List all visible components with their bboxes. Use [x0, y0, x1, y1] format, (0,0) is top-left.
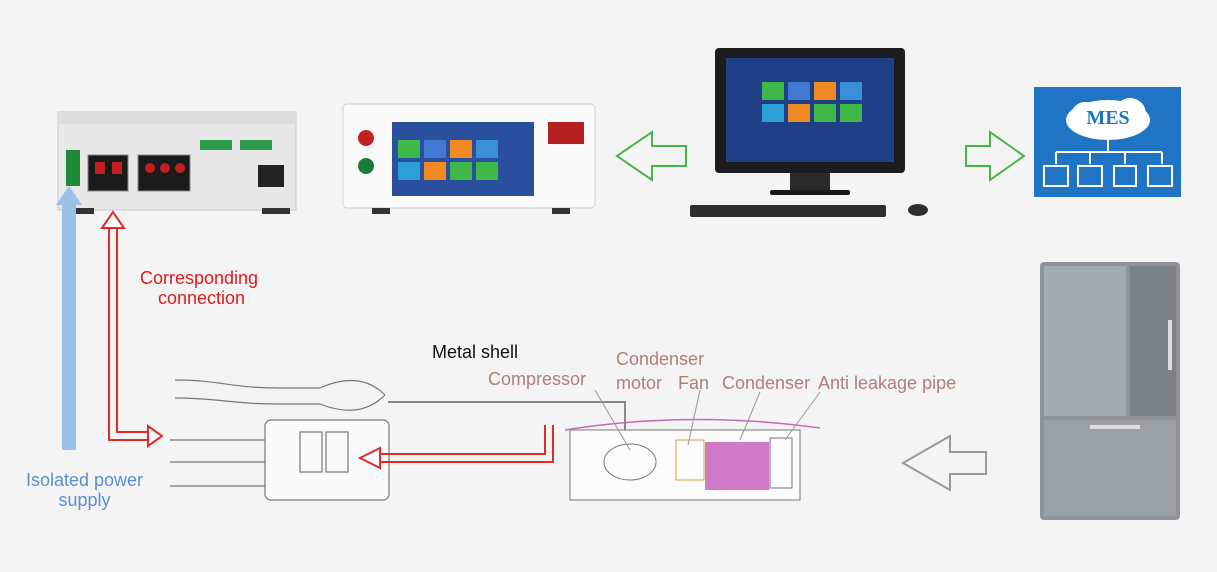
tester-front-panel: [342, 103, 596, 214]
red-arrow-appliance-to-clamp: [357, 425, 554, 470]
label-corresponding: Corresponding connection: [140, 268, 258, 308]
label-compressor: Compressor: [488, 369, 587, 389]
metal-shell-line: [388, 401, 626, 440]
label-isolated-line1: Isolated power: [25, 470, 144, 490]
label-condenser-motor-1: Condenser: [616, 349, 705, 369]
green-arrow-left: [615, 130, 687, 182]
label-corresponding-line2: connection: [158, 288, 246, 308]
leader-lines: [594, 389, 821, 451]
tester-rear-panel: [57, 111, 297, 214]
mes-box: [1034, 87, 1181, 197]
clamp-wiring-diagram: [170, 379, 390, 501]
label-corresponding-line1: Corresponding: [140, 268, 259, 288]
red-double-arrow-connection: [100, 210, 164, 448]
appliance-cutaway: [564, 418, 821, 501]
computer-monitor: [690, 48, 928, 217]
label-anti-leakage-pipe: Anti leakage pipe: [818, 373, 957, 393]
label-condenser: Condenser: [722, 373, 811, 393]
mes-title: MES: [1086, 107, 1130, 129]
label-isolated-power: Isolated power supply: [12, 470, 157, 510]
blue-arrow-isolated-power: [56, 186, 82, 450]
label-condenser-motor-2: motor: [616, 373, 663, 393]
gray-arrow-left: [900, 434, 987, 492]
label-isolated-line2: supply: [58, 490, 111, 510]
label-fan: Fan: [678, 373, 710, 393]
refrigerator: [1040, 262, 1180, 520]
label-metal-shell: Metal shell: [432, 342, 519, 362]
green-arrow-right: [965, 130, 1026, 182]
